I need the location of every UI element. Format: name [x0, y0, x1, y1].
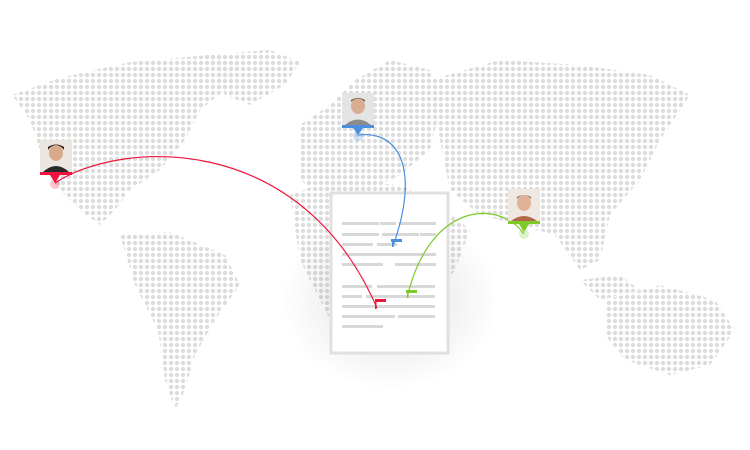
- north-america-dots: [12, 55, 240, 225]
- red-edit-marker: [375, 299, 386, 309]
- blue-connection-curve: [357, 134, 406, 247]
- avatar-americas-user[interactable]: [40, 140, 72, 172]
- shared-document: [329, 191, 450, 355]
- red-connection-curve: [54, 156, 378, 309]
- australia-dots: [605, 285, 735, 375]
- greenland-dots: [205, 50, 300, 105]
- blue-edit-marker: [391, 239, 402, 247]
- blue-location-pin: [342, 125, 374, 141]
- document-text-lines: [342, 222, 436, 328]
- person-icon: [342, 93, 374, 125]
- asia-dots: [430, 60, 690, 270]
- avatar-asia-user[interactable]: [508, 189, 540, 221]
- avatar-europe-user[interactable]: [342, 93, 374, 125]
- person-icon: [40, 140, 72, 172]
- europe-dots: [300, 60, 440, 200]
- green-location-pin: [508, 221, 540, 239]
- person-icon: [508, 189, 540, 221]
- red-location-pin: [40, 172, 72, 189]
- south-america-dots: [120, 232, 240, 410]
- islands-dots: [580, 275, 640, 300]
- green-edit-marker: [406, 290, 417, 298]
